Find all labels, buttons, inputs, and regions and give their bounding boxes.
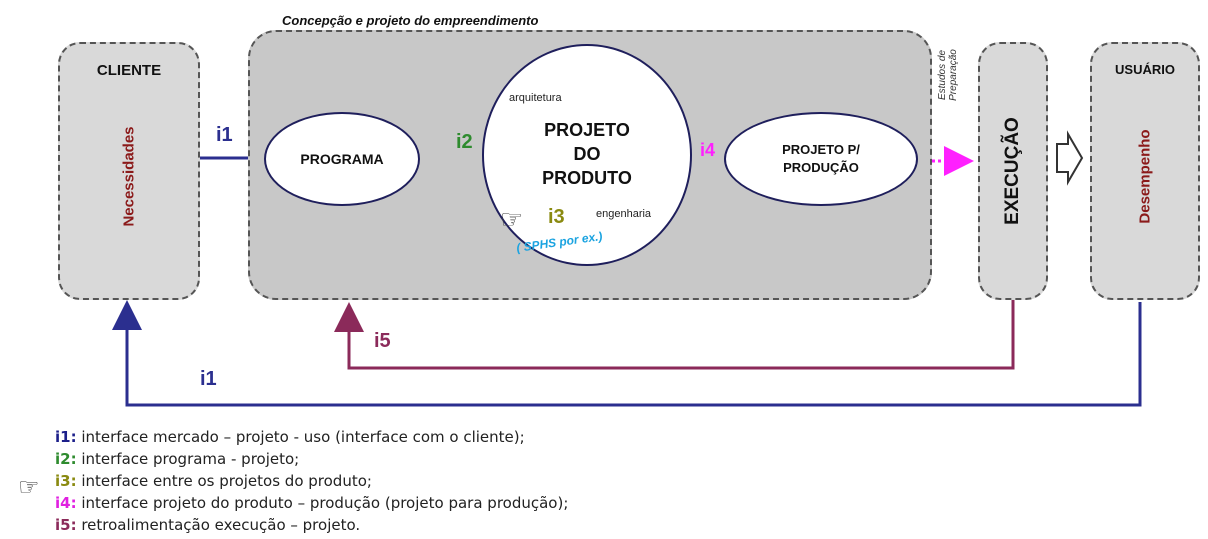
label-i1-bottom: i1 (200, 368, 217, 390)
projeto-producao-ellipse: PROJETO P/ PRODUÇÃO (724, 112, 918, 206)
estudos-line1: Estudos de (937, 49, 948, 101)
legend-key-i2: i2: (55, 450, 77, 468)
usuario-vertical: Desempenho (1136, 129, 1154, 224)
programa-ellipse: PROGRAMA (264, 112, 420, 206)
legend-key-i1: i1: (55, 428, 77, 446)
projeto-produto-line1: PROJETO (544, 120, 630, 140)
legend-item-i1: i1: interface mercado – projeto - uso (i… (55, 428, 525, 446)
execucao-label: EXECUÇÃO (1002, 117, 1023, 225)
legend-hand-icon: ☞ (18, 474, 40, 501)
label-i1-top: i1 (216, 124, 233, 146)
legend-text-i4: interface projeto do produto – produção … (76, 494, 569, 512)
arrow-i1-bottom (112, 300, 1142, 407)
label-i5: i5 (374, 330, 391, 352)
usuario-box (1090, 42, 1200, 300)
cliente-vertical: Necessidades (120, 126, 138, 227)
projeto-produto-line2: DO (573, 144, 601, 164)
legend-text-i1: interface mercado – projeto - uso (inter… (76, 428, 525, 446)
legend-key-i5: i5: (55, 516, 77, 534)
estudos-line2: Preparação (948, 49, 959, 101)
label-i4: i4 (700, 140, 716, 160)
legend-text-i3: interface entre os projetos do produto; (76, 472, 372, 490)
projeto-producao-line2: PRODUÇÃO (783, 160, 859, 175)
cliente-box (58, 42, 200, 300)
estudos-label: Estudos de Preparação (937, 35, 967, 115)
legend-text-i5: retroalimentação execução – projeto. (76, 516, 361, 534)
legend-key-i3: i3: (55, 472, 77, 490)
label-i3: i3 (548, 206, 565, 228)
execucao-box (978, 42, 1048, 300)
projeto-produto-circle (482, 44, 692, 266)
arquitetura-label: arquitetura (509, 92, 562, 104)
projeto-producao-line1: PROJETO P/ (782, 142, 860, 157)
usuario-title: USUÁRIO (1115, 62, 1175, 77)
legend-item-i4: i4: interface projeto do produto – produ… (55, 494, 568, 512)
legend-item-i2: i2: interface programa - projeto; (55, 450, 299, 468)
legend-item-i5: i5: retroalimentação execução – projeto. (55, 516, 360, 534)
label-i2: i2 (456, 131, 473, 153)
diagram-title: Concepção e projeto do empreendimento (282, 13, 539, 28)
pointing-hand-icon: ☞ (500, 204, 524, 234)
cliente-title: CLIENTE (96, 62, 162, 79)
arrow-i5 (334, 300, 1015, 370)
legend-key-i4: i4: (55, 494, 77, 512)
block-arrow-icon (1056, 130, 1084, 186)
legend-text-i2: interface programa - projeto; (76, 450, 300, 468)
legend-item-i3: i3: interface entre os projetos do produ… (55, 472, 372, 490)
projeto-produto-line3: PRODUTO (542, 168, 632, 188)
engenharia-label: engenharia (596, 208, 652, 220)
